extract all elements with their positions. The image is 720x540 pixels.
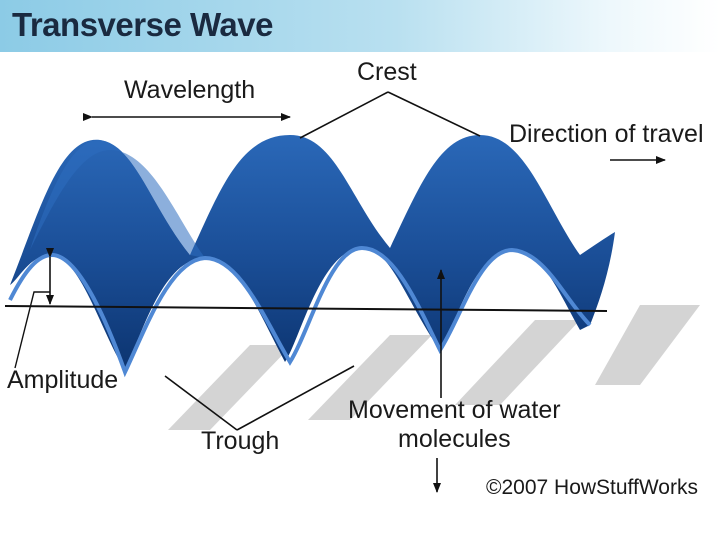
movement-label: Movement of water molecules xyxy=(348,396,561,454)
trough-pointer-right xyxy=(236,365,355,431)
wave-top-face xyxy=(30,140,205,258)
wave-shadow-band-1 xyxy=(168,345,292,430)
title-bar: Transverse Wave xyxy=(0,0,720,52)
crest-pointer-left xyxy=(299,91,389,139)
wave-shadow-band-4 xyxy=(595,305,700,385)
crest-pointer-right xyxy=(387,91,481,137)
wave-shadow xyxy=(168,305,700,430)
trough-label: Trough xyxy=(201,427,280,455)
wave-ribbon xyxy=(10,135,615,370)
wave-shadow-band-3 xyxy=(455,320,580,405)
baseline xyxy=(4,305,608,312)
direction-label: Direction of travel xyxy=(509,120,704,148)
movement-label-line-2: molecules xyxy=(398,425,511,453)
amplitude-pointer xyxy=(14,291,50,369)
trough-pointer-left xyxy=(164,375,238,431)
movement-label-line-1: Movement of water xyxy=(348,396,561,424)
page-title: Transverse Wave xyxy=(12,6,273,43)
wave-shadow-band-2 xyxy=(308,335,432,420)
crest-label: Crest xyxy=(357,58,417,86)
wavelength-label: Wavelength xyxy=(124,76,256,104)
amplitude-label: Amplitude xyxy=(7,366,119,394)
copyright-label: ©2007 HowStuffWorks xyxy=(486,476,698,499)
wave-front-edge xyxy=(8,245,592,378)
